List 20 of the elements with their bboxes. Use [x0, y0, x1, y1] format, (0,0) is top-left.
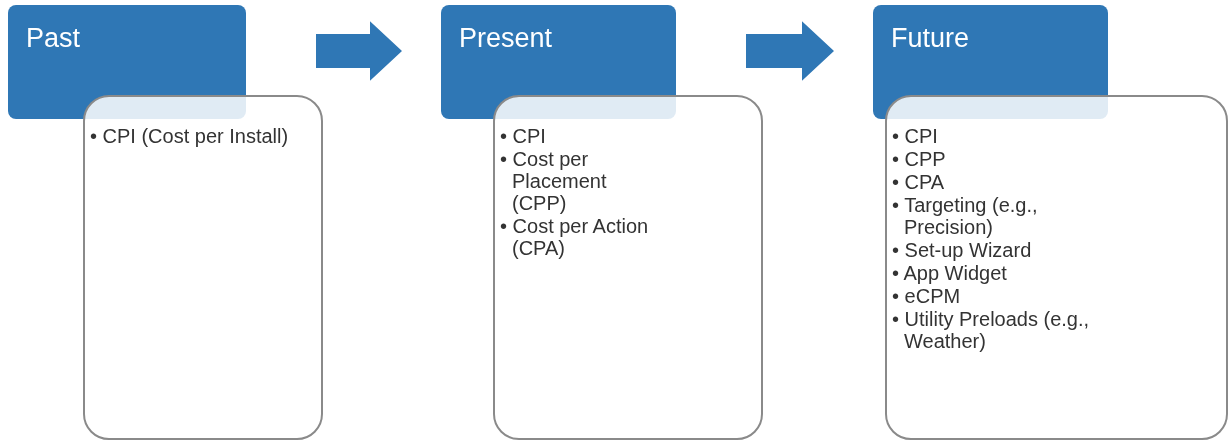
bullet-item: • Cost per Placement (CPP): [500, 148, 608, 214]
header-title: Past: [26, 23, 81, 54]
bullet-item: • App Widget: [892, 262, 1008, 284]
bullet-item: • CPA: [892, 171, 946, 193]
content-box: [885, 95, 1228, 440]
header-title: Present: [459, 23, 553, 54]
bullet-item: • CPI: [500, 125, 547, 147]
bullet-item: • eCPM: [892, 285, 962, 307]
block-arrow: [316, 21, 402, 81]
content-box: [493, 95, 763, 440]
bullet-item: • CPI: [892, 125, 939, 147]
bullet-item: • Set-up Wizard: [892, 239, 1033, 261]
bullet-item: • Cost per Action (CPA): [500, 215, 650, 259]
block-arrow: [746, 21, 834, 81]
bullet-item: • Utility Preloads (e.g., Weather): [892, 308, 1091, 352]
bullet-item: • CPI (Cost per Install): [90, 125, 290, 147]
header-title: Future: [891, 23, 970, 54]
content-box: [83, 95, 323, 440]
bullet-item: • CPP: [892, 148, 947, 170]
bullet-item: • Targeting (e.g., Precision): [892, 194, 1039, 238]
